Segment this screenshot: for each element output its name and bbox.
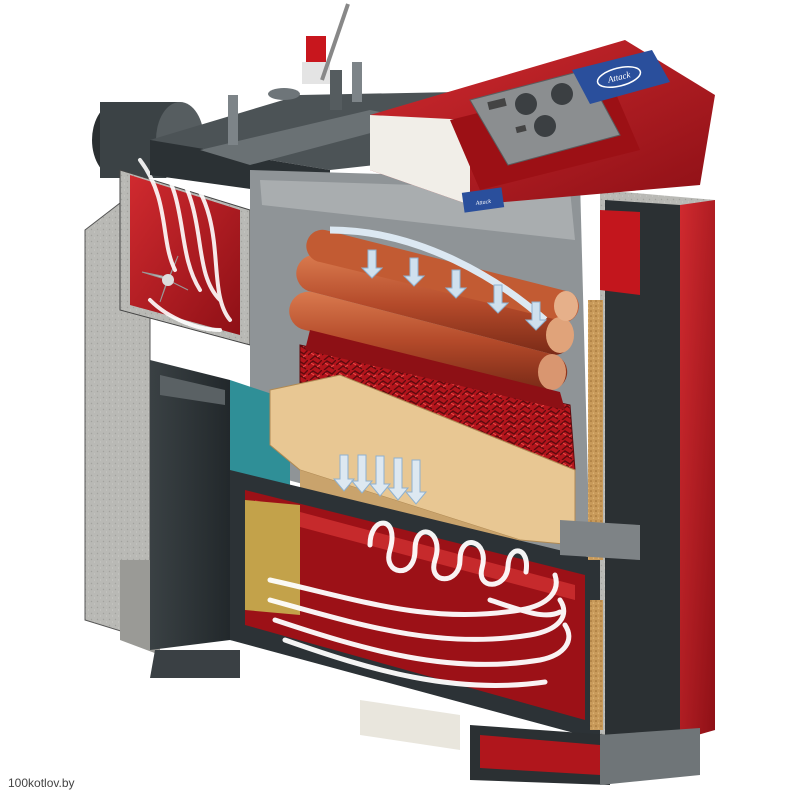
small-brand-plate: Attack xyxy=(461,187,505,213)
front-white-cap xyxy=(370,115,470,205)
secondary-air-arrows xyxy=(329,226,548,331)
thermometer-dial-icon xyxy=(551,83,573,105)
arrow-down-icon xyxy=(360,249,548,331)
draft-lever xyxy=(320,3,350,81)
fan-switch-knob-icon[interactable] xyxy=(534,115,556,137)
right-red-casing xyxy=(560,190,715,748)
top-fittings xyxy=(228,3,362,145)
brand-badge: Attack xyxy=(572,50,670,104)
flame-swirl-icon xyxy=(267,520,572,689)
base-and-ash-door xyxy=(150,650,700,785)
control-panel xyxy=(469,69,621,166)
fan-icon xyxy=(141,255,189,303)
primary-air-arrows xyxy=(332,454,428,505)
safety-valve-cap xyxy=(306,36,326,66)
small-brand-plate-text: Attack xyxy=(474,199,491,207)
watermark-text: 100kotlov.by xyxy=(8,776,75,790)
thermostat-knob-icon[interactable] xyxy=(515,93,537,115)
